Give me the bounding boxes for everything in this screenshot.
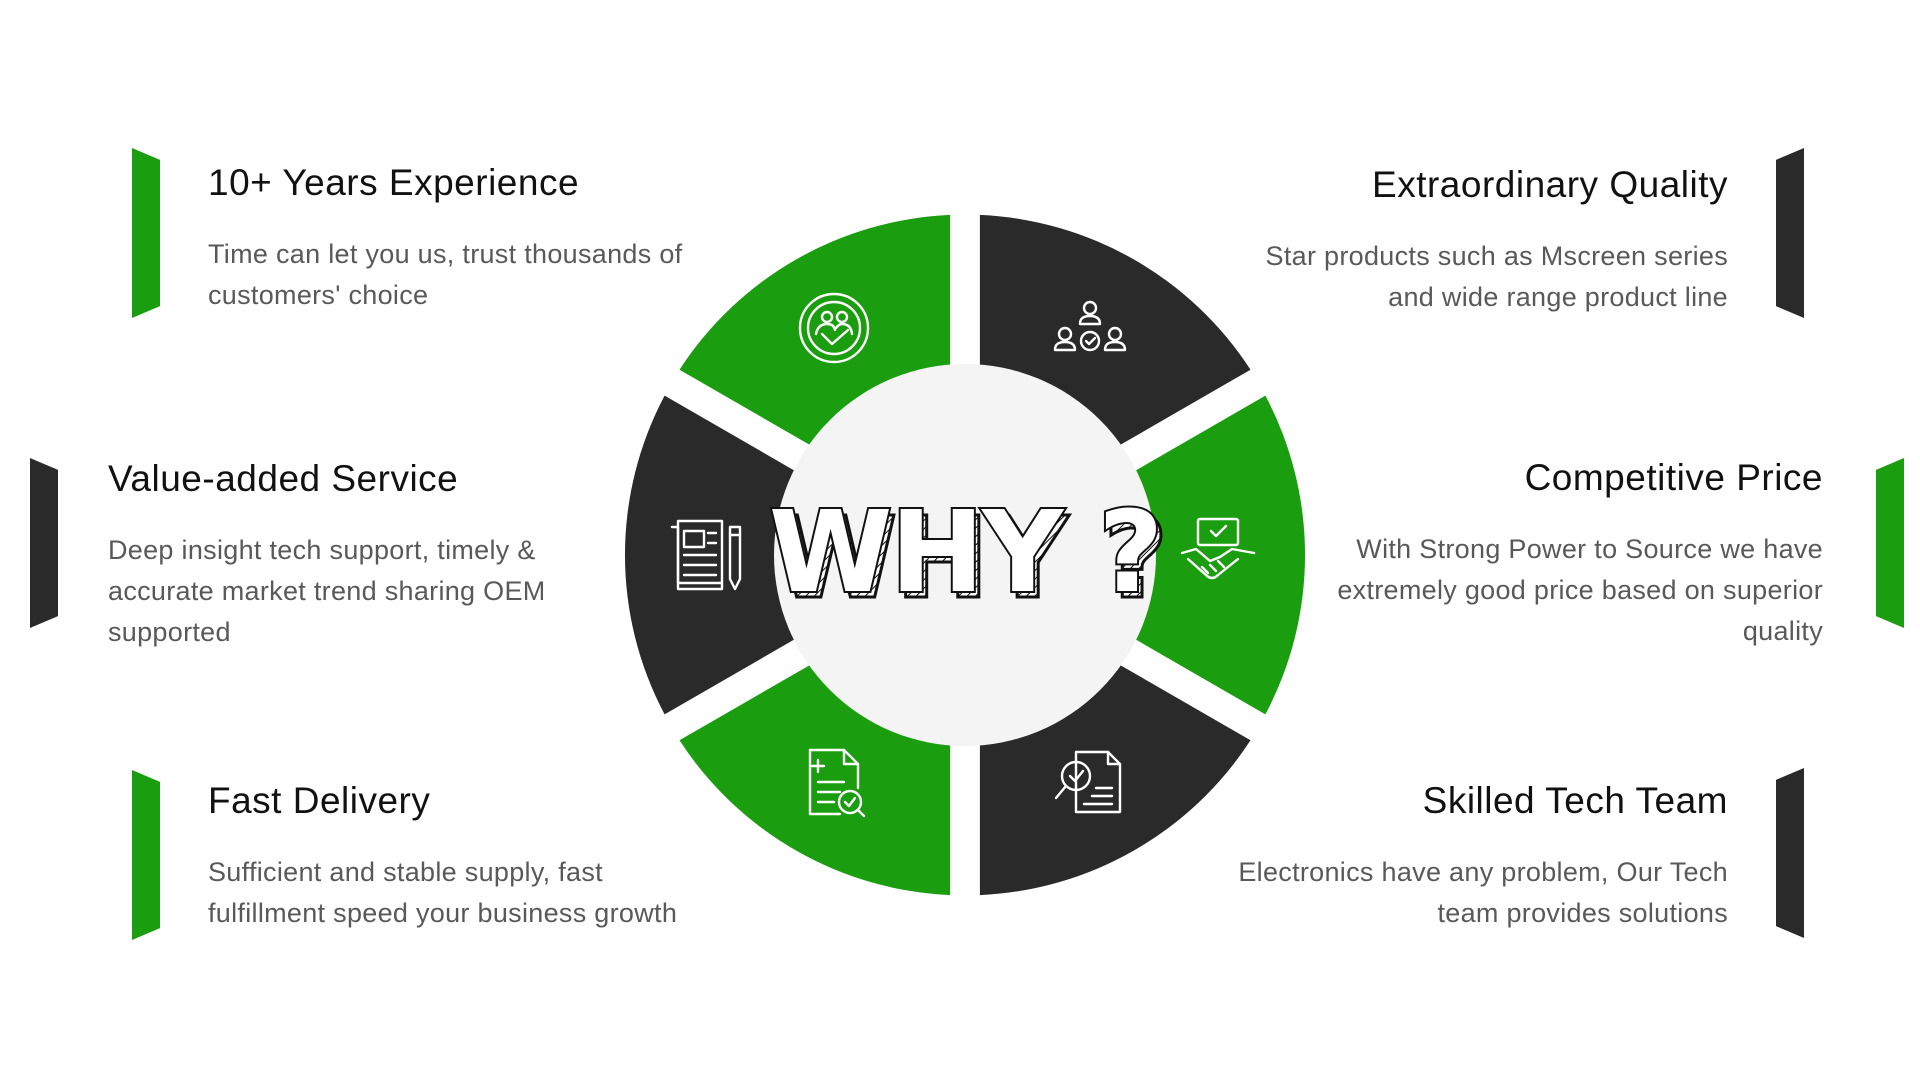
accent-bar-delivery: [132, 770, 160, 940]
why-wheel: WHY ? WHY ?: [624, 214, 1306, 896]
description-line: extremely good price based on superior: [1337, 574, 1823, 605]
why-label-shadow: WHY ?: [774, 494, 1166, 624]
feature-description: Deep insight tech support, timely & accu…: [108, 530, 668, 653]
accent-bar-experience: [132, 148, 160, 318]
checklist-clipboard-icon: [808, 748, 866, 818]
accent-bar-price: [1876, 458, 1904, 628]
why-label-text: WHY ?: [769, 488, 1161, 618]
description-line: team provides solutions: [1437, 897, 1728, 928]
customer-care-icon: [798, 292, 870, 364]
feature-title: Skilled Tech Team: [1422, 780, 1728, 821]
feature-team: Skilled Tech Team Electronics have any p…: [1168, 780, 1728, 934]
accent-bar-service: [30, 458, 58, 628]
handshake-deal-icon: [1180, 517, 1256, 580]
feature-description: Electronics have any problem, Our Tech t…: [1168, 852, 1728, 934]
feature-service: Value-added Service Deep insight tech su…: [108, 458, 668, 653]
description-line: supported: [108, 616, 231, 647]
description-line: accurate market trend sharing OEM: [108, 575, 546, 606]
description-line: With Strong Power to Source we have: [1356, 533, 1823, 564]
segment-quality: [979, 214, 1251, 448]
segment-experience: [679, 214, 951, 448]
center-disc: [774, 364, 1156, 746]
segment-price: [1131, 395, 1306, 715]
feature-title: Competitive Price: [1524, 457, 1823, 498]
description-line: Sufficient and stable supply, fast: [208, 856, 603, 887]
feature-delivery: Fast Delivery Sufficient and stable supp…: [208, 780, 768, 934]
accent-bar-quality: [1776, 148, 1804, 318]
feature-title: Value-added Service: [108, 458, 459, 499]
search-document-icon: [1054, 750, 1122, 814]
document-pencil-icon: [670, 519, 742, 591]
description-line: quality: [1742, 615, 1823, 646]
feature-price: Competitive Price With Strong Power to S…: [1263, 457, 1823, 652]
description-line: Time can let you us, trust thousands of: [208, 238, 683, 269]
feature-description: Star products such as Mscreen series and…: [1168, 236, 1728, 318]
feature-quality: Extraordinary Quality Star products such…: [1168, 164, 1728, 318]
feature-description: Sufficient and stable supply, fast fulfi…: [208, 852, 768, 934]
description-line: Star products such as Mscreen series: [1265, 240, 1728, 271]
feature-description: With Strong Power to Source we have extr…: [1263, 529, 1823, 652]
description-line: customers' choice: [208, 279, 429, 310]
feature-title: Extraordinary Quality: [1372, 164, 1728, 205]
accent-bar-team: [1776, 768, 1804, 938]
segment-team: [979, 662, 1251, 896]
description-line: fulfillment speed your business growth: [208, 897, 678, 928]
segment-delivery: [679, 662, 951, 896]
feature-title: Fast Delivery: [208, 780, 431, 821]
feature-description: Time can let you us, trust thousands of …: [208, 234, 768, 316]
description-line: Deep insight tech support, timely &: [108, 534, 536, 565]
feature-experience: 10+ Years Experience Time can let you us…: [208, 162, 768, 316]
team-approval-icon: [1053, 300, 1127, 352]
description-line: Electronics have any problem, Our Tech: [1238, 856, 1728, 887]
description-line: and wide range product line: [1388, 281, 1728, 312]
why-label: WHY ? WHY ?: [767, 486, 1170, 626]
feature-title: 10+ Years Experience: [208, 162, 580, 203]
